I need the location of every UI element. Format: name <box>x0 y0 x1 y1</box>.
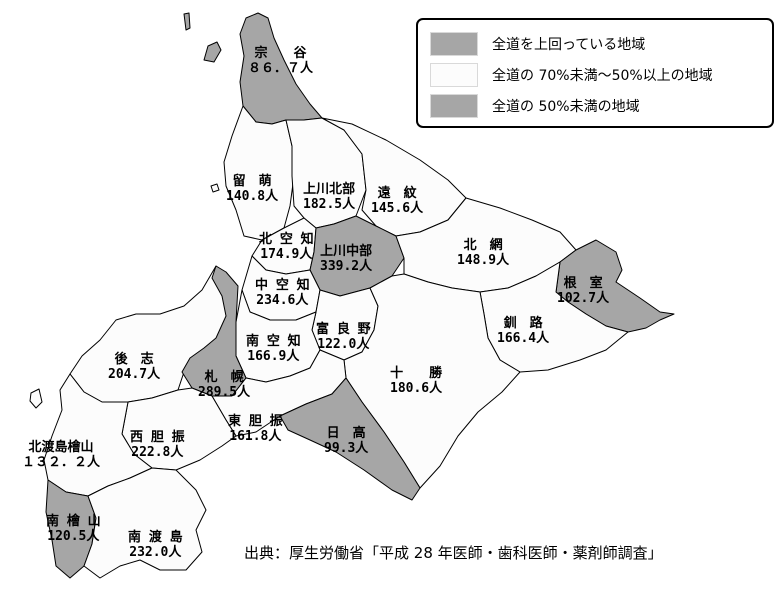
region-label-kitaoshima-hiyama: 北渡島檜山 １３２．２人 <box>22 440 100 470</box>
region-name: 遠 紋 <box>377 186 417 201</box>
region-label-minami-hiyama: 南 檜 山 120.5人 <box>46 514 101 544</box>
region-name: 上川北部 <box>303 182 356 197</box>
region-name: 上川中部 <box>320 244 373 259</box>
region-label-kamikawa-north: 上川北部 182.5人 <box>303 182 355 212</box>
region-label-enmon: 遠 紋 145.6人 <box>371 186 423 216</box>
region-name: 北渡島檜山 <box>28 440 94 455</box>
legend-swatch-middle <box>430 63 478 87</box>
region-name: 宗 谷 <box>254 46 307 61</box>
region-name: 北 空 知 <box>259 232 314 247</box>
region-teuri-island <box>210 183 220 193</box>
region-name: 南 空 知 <box>246 334 301 349</box>
legend-label: 全道の 50%未満の地域 <box>492 99 640 115</box>
legend-swatch-above <box>430 32 478 56</box>
region-label-hidaka: 日 高 99.3人 <box>324 426 368 456</box>
region-name: 十 勝 <box>390 366 443 381</box>
legend-box: 全道を上回っている地域 全道の 70%未満～50%以上の地域 全道の 50%未満… <box>416 18 774 128</box>
region-value: 166.4人 <box>497 331 550 346</box>
region-value: 204.7人 <box>108 367 161 382</box>
legend-item-middle: 全道の 70%未満～50%以上の地域 <box>430 63 713 87</box>
region-label-nishi-iburi: 西 胆 振 222.8人 <box>130 430 185 460</box>
region-label-hokumo: 北 網 148.9人 <box>457 238 509 268</box>
region-value: 140.8人 <box>226 189 279 204</box>
region-value: 174.9人 <box>260 247 313 262</box>
region-value: 180.6人 <box>390 381 443 396</box>
region-name: 北 網 <box>463 238 503 253</box>
source-note: 出典：厚生労働省「平成 28 年医師・歯科医師・薬剤師調査」 <box>244 544 663 562</box>
region-value: 234.6人 <box>256 293 309 308</box>
region-label-nemuro: 根 室 102.7人 <box>557 276 609 306</box>
region-rebun-island <box>183 12 191 31</box>
region-value: 161.8人 <box>229 429 282 444</box>
region-value: 289.5人 <box>198 385 251 400</box>
region-value: 232.0人 <box>129 545 182 560</box>
region-label-higashi-iburi: 東 胆 振 161.8人 <box>228 414 283 444</box>
region-value: 120.5人 <box>47 529 100 544</box>
region-rumoi <box>223 105 295 241</box>
region-name: 南 渡 島 <box>128 530 183 545</box>
region-value: ８６．７人 <box>248 61 314 76</box>
region-label-kushiro: 釧 路 166.4人 <box>497 316 549 346</box>
region-okushiri-island <box>29 388 43 409</box>
region-value: 99.3人 <box>324 441 369 456</box>
region-name: 釧 路 <box>503 316 543 331</box>
region-name: 日 高 <box>326 426 366 441</box>
region-label-kamikawa-central: 上川中部 339.2人 <box>320 244 372 274</box>
region-name: 中 空 知 <box>255 278 310 293</box>
region-minami-oshima <box>83 467 207 579</box>
region-value: 182.5人 <box>303 197 356 212</box>
region-value: １３２．２人 <box>22 455 101 470</box>
region-label-minami-oshima: 南 渡 島 232.0人 <box>128 530 183 560</box>
region-value: 166.9人 <box>247 349 300 364</box>
region-label-sapporo: 札 幌 289.5人 <box>198 370 250 400</box>
region-name: 南 檜 山 <box>46 514 101 529</box>
region-value: 122.0人 <box>317 337 370 352</box>
legend-item-above: 全道を上回っている地域 <box>430 32 645 56</box>
region-label-tokachi: 十 勝 180.6人 <box>390 366 442 396</box>
region-value: 102.7人 <box>557 291 610 306</box>
legend-label: 全道の 70%未満～50%以上の地域 <box>492 68 713 84</box>
legend-item-below: 全道の 50%未満の地域 <box>430 94 640 118</box>
region-value: 148.9人 <box>457 253 510 268</box>
region-label-minami-sorachi: 南 空 知 166.9人 <box>246 334 301 364</box>
region-label-furano: 富 良 野 122.0人 <box>316 322 371 352</box>
region-label-kita-sorachi: 北 空 知 174.9人 <box>259 232 314 262</box>
legend-label: 全道を上回っている地域 <box>492 37 646 53</box>
region-name: 富 良 野 <box>316 322 371 337</box>
region-name: 東 胆 振 <box>228 414 283 429</box>
region-label-soya: 宗 谷 ８６．７人 <box>248 46 313 76</box>
legend-swatch-below <box>430 94 478 118</box>
region-name: 留 萌 <box>232 174 272 189</box>
region-rishiri-island <box>203 41 222 63</box>
region-value: 222.8人 <box>131 445 184 460</box>
region-label-naka-sorachi: 中 空 知 234.6人 <box>255 278 310 308</box>
region-name: 後 志 <box>114 352 154 367</box>
region-label-shiribeshi: 後 志 204.7人 <box>108 352 160 382</box>
region-label-rumoi: 留 萌 140.8人 <box>226 174 278 204</box>
region-value: 145.6人 <box>371 201 424 216</box>
region-name: 西 胆 振 <box>130 430 185 445</box>
region-hidaka <box>279 377 421 501</box>
region-value: 339.2人 <box>320 259 373 274</box>
region-name: 根 室 <box>563 276 603 291</box>
region-name: 札 幌 <box>204 370 244 385</box>
